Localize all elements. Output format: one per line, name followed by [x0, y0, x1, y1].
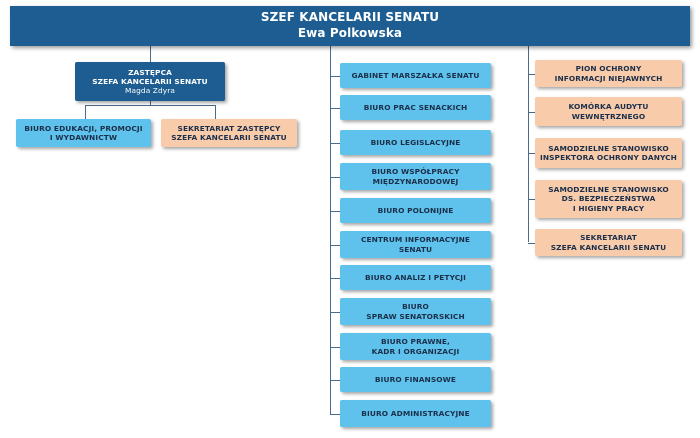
right-unit-connector: [528, 199, 535, 200]
unit-line: I HIGIENY PRACY: [572, 203, 645, 213]
unit-line: BIURO PRAC SENACKICH: [363, 102, 468, 112]
unit-line: KOMÓRKA AUDYTU: [568, 102, 649, 112]
center-unit-box: GABINET MARSZAŁKA SENATU: [340, 63, 491, 88]
connector-center-trunk: [330, 46, 331, 415]
connector-right-trunk: [528, 46, 529, 242]
center-unit-connector: [330, 177, 340, 178]
unit-line: GABINET MARSZAŁKA SENATU: [351, 70, 480, 80]
unit-line: INSPEKTORA OCHRONY DANYCH: [540, 153, 677, 162]
center-unit-connector: [330, 143, 340, 144]
center-unit-connector: [330, 414, 340, 415]
center-unit-box: BIURO POLONIJNE: [340, 198, 491, 223]
unit-line: BIURO PRAWNE,: [381, 337, 450, 347]
center-unit-box: BIURO PRAWNE,KADR I ORGANIZACJI: [340, 333, 491, 360]
right-unit-connector: [528, 153, 535, 154]
unit-line: SZEFA KANCELARII SENATU: [171, 133, 287, 142]
unit-line: DS. BEZPIECZEŃSTWA: [561, 194, 656, 204]
unit-line: PION OCHRONY: [575, 64, 642, 74]
deputy-name: Magda Zdyra: [125, 86, 175, 96]
center-unit-box: BIURO ANALIZ I PETYCJI: [340, 265, 491, 290]
unit-line: SAMODZIELNE STANOWISKO: [548, 185, 669, 195]
head-box: SZEF KANCELARII SENATU Ewa Polkowska: [10, 6, 690, 46]
unit-line: BIURO WSPÓŁPRACY: [371, 167, 460, 177]
unit-line: BIURO ANALIZ I PETYCJI: [365, 272, 466, 282]
unit-line: I WYDAWNICTW: [49, 133, 118, 142]
right-unit-connector: [528, 74, 535, 75]
center-unit-connector: [330, 278, 340, 279]
unit-line: BIURO: [402, 302, 429, 312]
unit-line: SAMODZIELNE STANOWISKO: [548, 143, 669, 153]
right-unit-connector: [528, 243, 535, 244]
center-unit-connector: [330, 108, 340, 109]
unit-line: BIURO EDUKACJI, PROMOCJI: [24, 123, 143, 133]
unit-line: BIURO POLONIJNE: [377, 205, 454, 215]
center-unit-connector: [330, 347, 340, 348]
unit-line: KADR I ORGANIZACJI: [371, 346, 460, 356]
deputy-title-2: SZEFA KANCELARII SENATU: [92, 76, 208, 86]
unit-line: SEKRETARIAT ZASTĘPCY: [177, 123, 281, 133]
right-unit-connector: [528, 112, 535, 113]
center-unit-connector: [330, 76, 340, 77]
unit-line: BIURO FINANSOWE: [374, 374, 457, 384]
unit-line: MIĘDZYNARODOWEJ: [372, 176, 459, 186]
head-name: Ewa Polkowska: [297, 26, 403, 40]
center-unit-connector: [330, 245, 340, 246]
deputy-title-1: ZASTĘPCA: [128, 67, 172, 77]
connector-head-left: [150, 46, 151, 62]
center-unit-connector: [330, 312, 340, 313]
connector-deputy-unit-2: [215, 105, 216, 119]
center-unit-box: BIURO PRAC SENACKICH: [340, 95, 491, 120]
head-title: SZEF KANCELARII SENATU: [260, 10, 440, 25]
unit-line: BIURO LEGISLACYJNE: [370, 137, 461, 147]
unit-line: SPRAW SENATORSKICH: [366, 311, 465, 321]
unit-line: SENATU: [398, 244, 433, 254]
connector-deputy-down: [150, 101, 151, 105]
connector-deputy-branch: [85, 105, 216, 106]
unit-line: CENTRUM INFORMACYJNE: [360, 235, 471, 245]
center-unit-box: BIURO LEGISLACYJNE: [340, 130, 491, 155]
center-unit-box: BIURO FINANSOWE: [340, 367, 491, 392]
center-unit-connector: [330, 211, 340, 212]
deputy-box: ZASTĘPCA SZEFA KANCELARII SENATU Magda Z…: [75, 62, 225, 101]
unit-line: SEKRETARIAT: [580, 233, 637, 243]
center-unit-box: BIURO ADMINISTRACYJNE: [340, 400, 491, 427]
deputy-unit-box: BIURO EDUKACJI, PROMOCJI I WYDAWNICTW: [16, 119, 151, 147]
unit-line: SZEFA KANCELARII SENATU: [550, 242, 667, 252]
connector-deputy-unit-1: [85, 105, 86, 119]
unit-line: INFORMACJI NIEJAWNYCH: [554, 73, 663, 83]
deputy-unit-box: SEKRETARIAT ZASTĘPCY SZEFA KANCELARII SE…: [161, 119, 297, 147]
center-unit-connector: [330, 380, 340, 381]
unit-line: WEWNĘTRZNEGO: [571, 111, 646, 121]
unit-line: BIURO ADMINISTRACYJNE: [361, 408, 470, 418]
